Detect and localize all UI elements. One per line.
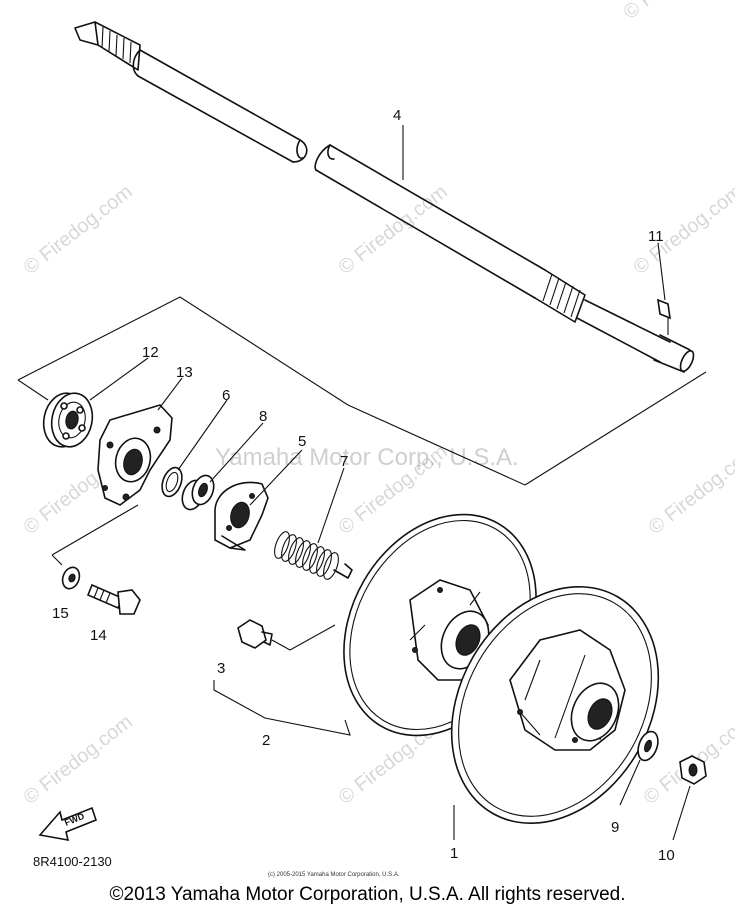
spring-part-7 <box>274 531 353 580</box>
diagram-part-number: 8R4100-2130 <box>33 854 112 869</box>
callout-14: 14 <box>90 627 107 644</box>
callout-5: 5 <box>298 433 306 450</box>
assembly-outline-left <box>17 379 49 401</box>
assembly-outline-lower <box>347 404 526 486</box>
washer-part-15 <box>61 566 81 590</box>
callout-4: 4 <box>393 107 401 124</box>
nut-part-10 <box>672 755 707 841</box>
watermark-text: © Firedog.com <box>335 181 452 279</box>
collar-part-8 <box>181 474 215 511</box>
bearing-part-12 <box>42 392 94 448</box>
callout-labels: 4 11 12 13 6 8 5 7 15 14 3 2 9 10 1 <box>52 107 675 864</box>
callout-7: 7 <box>340 453 348 470</box>
small-copyright-text: (c) 2005-2015 Yamaha Motor Corporation, … <box>268 872 400 878</box>
callout-10: 10 <box>658 847 675 864</box>
callout-8: 8 <box>259 408 267 425</box>
callout-15: 15 <box>52 605 69 622</box>
callout-3: 3 <box>217 660 225 677</box>
bracket-part-13 <box>97 404 173 506</box>
sheave-part-1 <box>450 585 660 825</box>
key-part-11 <box>657 242 671 335</box>
spring-seat-part-5 <box>214 481 269 551</box>
slider-part-3 <box>237 619 336 651</box>
watermark-text: © Firedog.com <box>630 181 735 279</box>
watermark-text: © Firedog.com <box>645 441 735 539</box>
bolt-part-14 <box>86 583 141 615</box>
assembly-outline <box>17 296 707 486</box>
ring-part-6 <box>161 466 183 498</box>
copyright-footer: ©2013 Yamaha Motor Corporation, U.S.A. A… <box>109 884 626 905</box>
callout-11: 11 <box>648 228 664 245</box>
watermark-center-text: Yamaha Motor Corp., U.S.A. <box>215 444 519 471</box>
callout-1: 1 <box>450 845 458 862</box>
shaft-part-4 <box>74 21 695 373</box>
washer-part-9 <box>619 730 659 806</box>
bracket-outline-2 <box>213 680 351 736</box>
bracket-outline <box>51 504 139 566</box>
callout-6: 6 <box>222 387 230 404</box>
watermark-text: © Firedog.com <box>620 0 735 24</box>
fwd-arrow-icon: FWD <box>38 806 97 842</box>
watermark-text: © Firedog.com <box>20 711 137 809</box>
callout-2: 2 <box>262 732 270 749</box>
callout-9: 9 <box>611 819 619 836</box>
callout-12: 12 <box>142 344 159 361</box>
watermark-text: © Firedog.com <box>20 181 137 279</box>
callout-13: 13 <box>176 364 193 381</box>
leader-lines <box>89 125 455 840</box>
